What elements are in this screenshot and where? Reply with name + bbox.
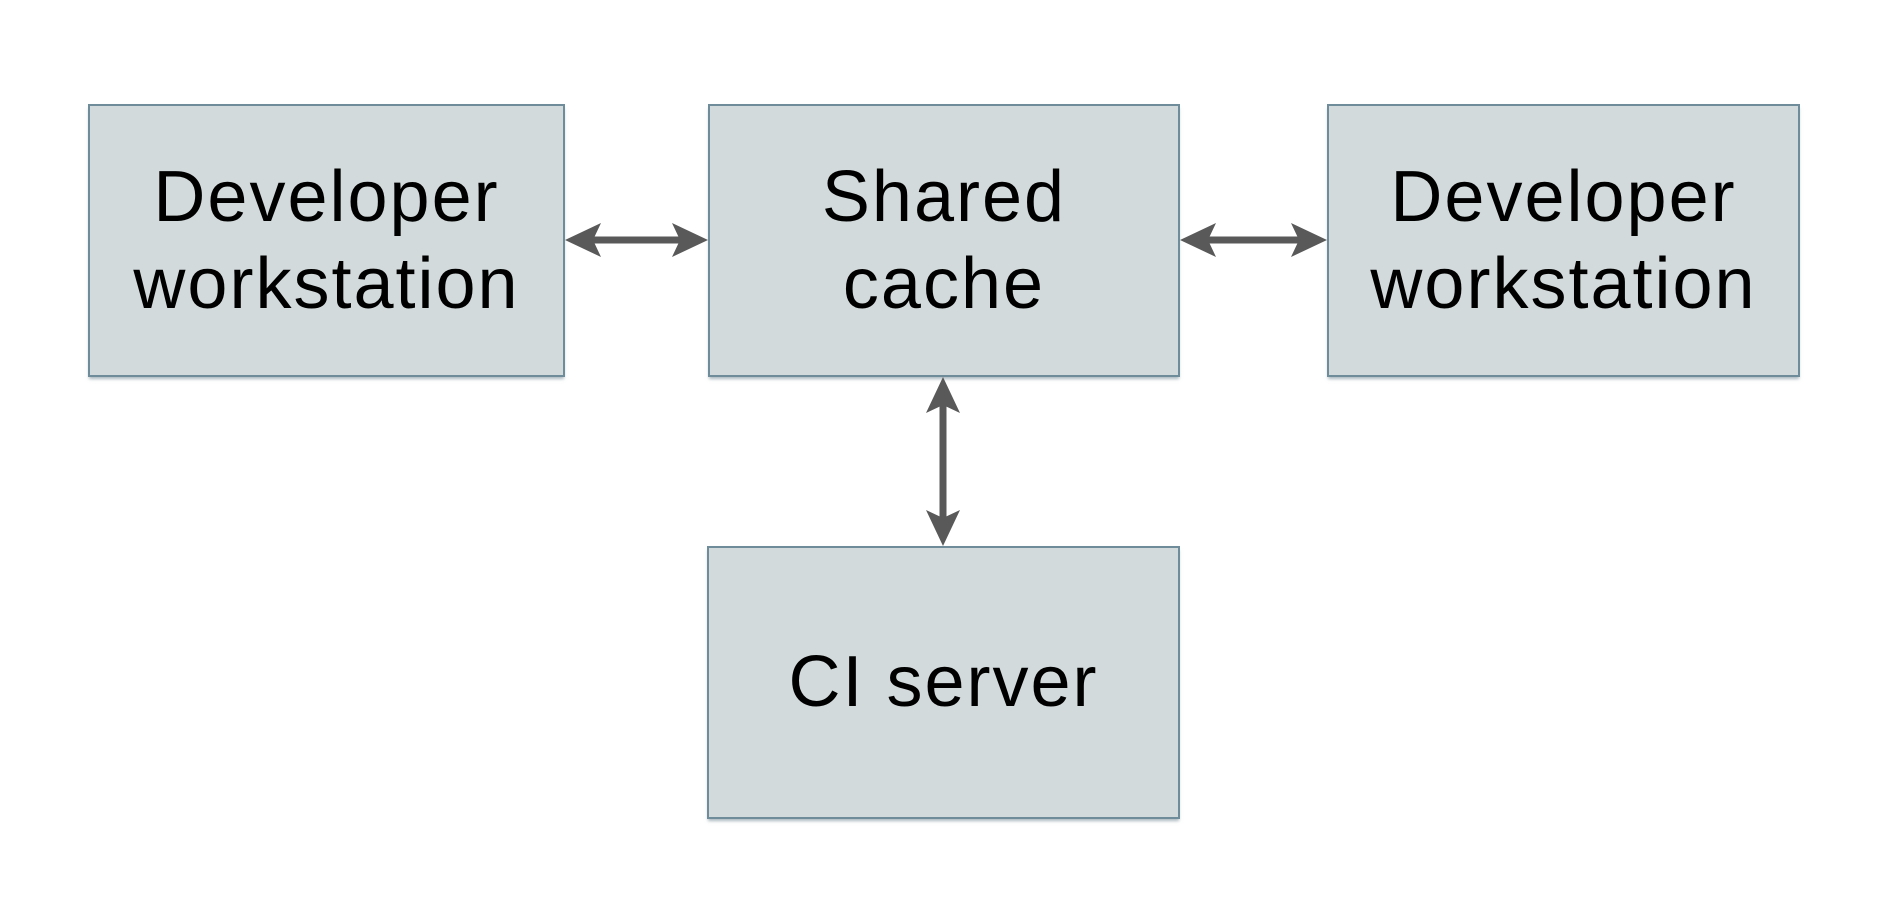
arrow-shaft (939, 404, 947, 519)
arrow-shaft (592, 236, 681, 244)
node-label-ci-server: CI server (788, 642, 1099, 723)
bidirectional-arrow-cache-ciserver (926, 377, 960, 546)
arrowhead-right-icon (1291, 223, 1327, 257)
arrowhead-left-icon (1180, 223, 1216, 257)
node-shared-cache: Shared cache (708, 104, 1180, 377)
node-developer-workstation-right: Developer workstation (1327, 104, 1800, 377)
arrowhead-right-icon (672, 223, 708, 257)
node-developer-workstation-left: Developer workstation (88, 104, 565, 377)
arrow-shaft (1207, 236, 1300, 244)
bidirectional-arrow-cache-devright (1180, 223, 1327, 257)
arrowhead-up-icon (926, 377, 960, 413)
arrowhead-down-icon (926, 510, 960, 546)
arrowhead-left-icon (565, 223, 601, 257)
node-ci-server: CI server (707, 546, 1180, 819)
bidirectional-arrow-devleft-cache (565, 223, 708, 257)
node-label-shared-cache: Shared cache (821, 157, 1067, 324)
node-label-developer-workstation-right: Developer workstation (1370, 157, 1757, 324)
node-label-developer-workstation-left: Developer workstation (133, 157, 520, 324)
